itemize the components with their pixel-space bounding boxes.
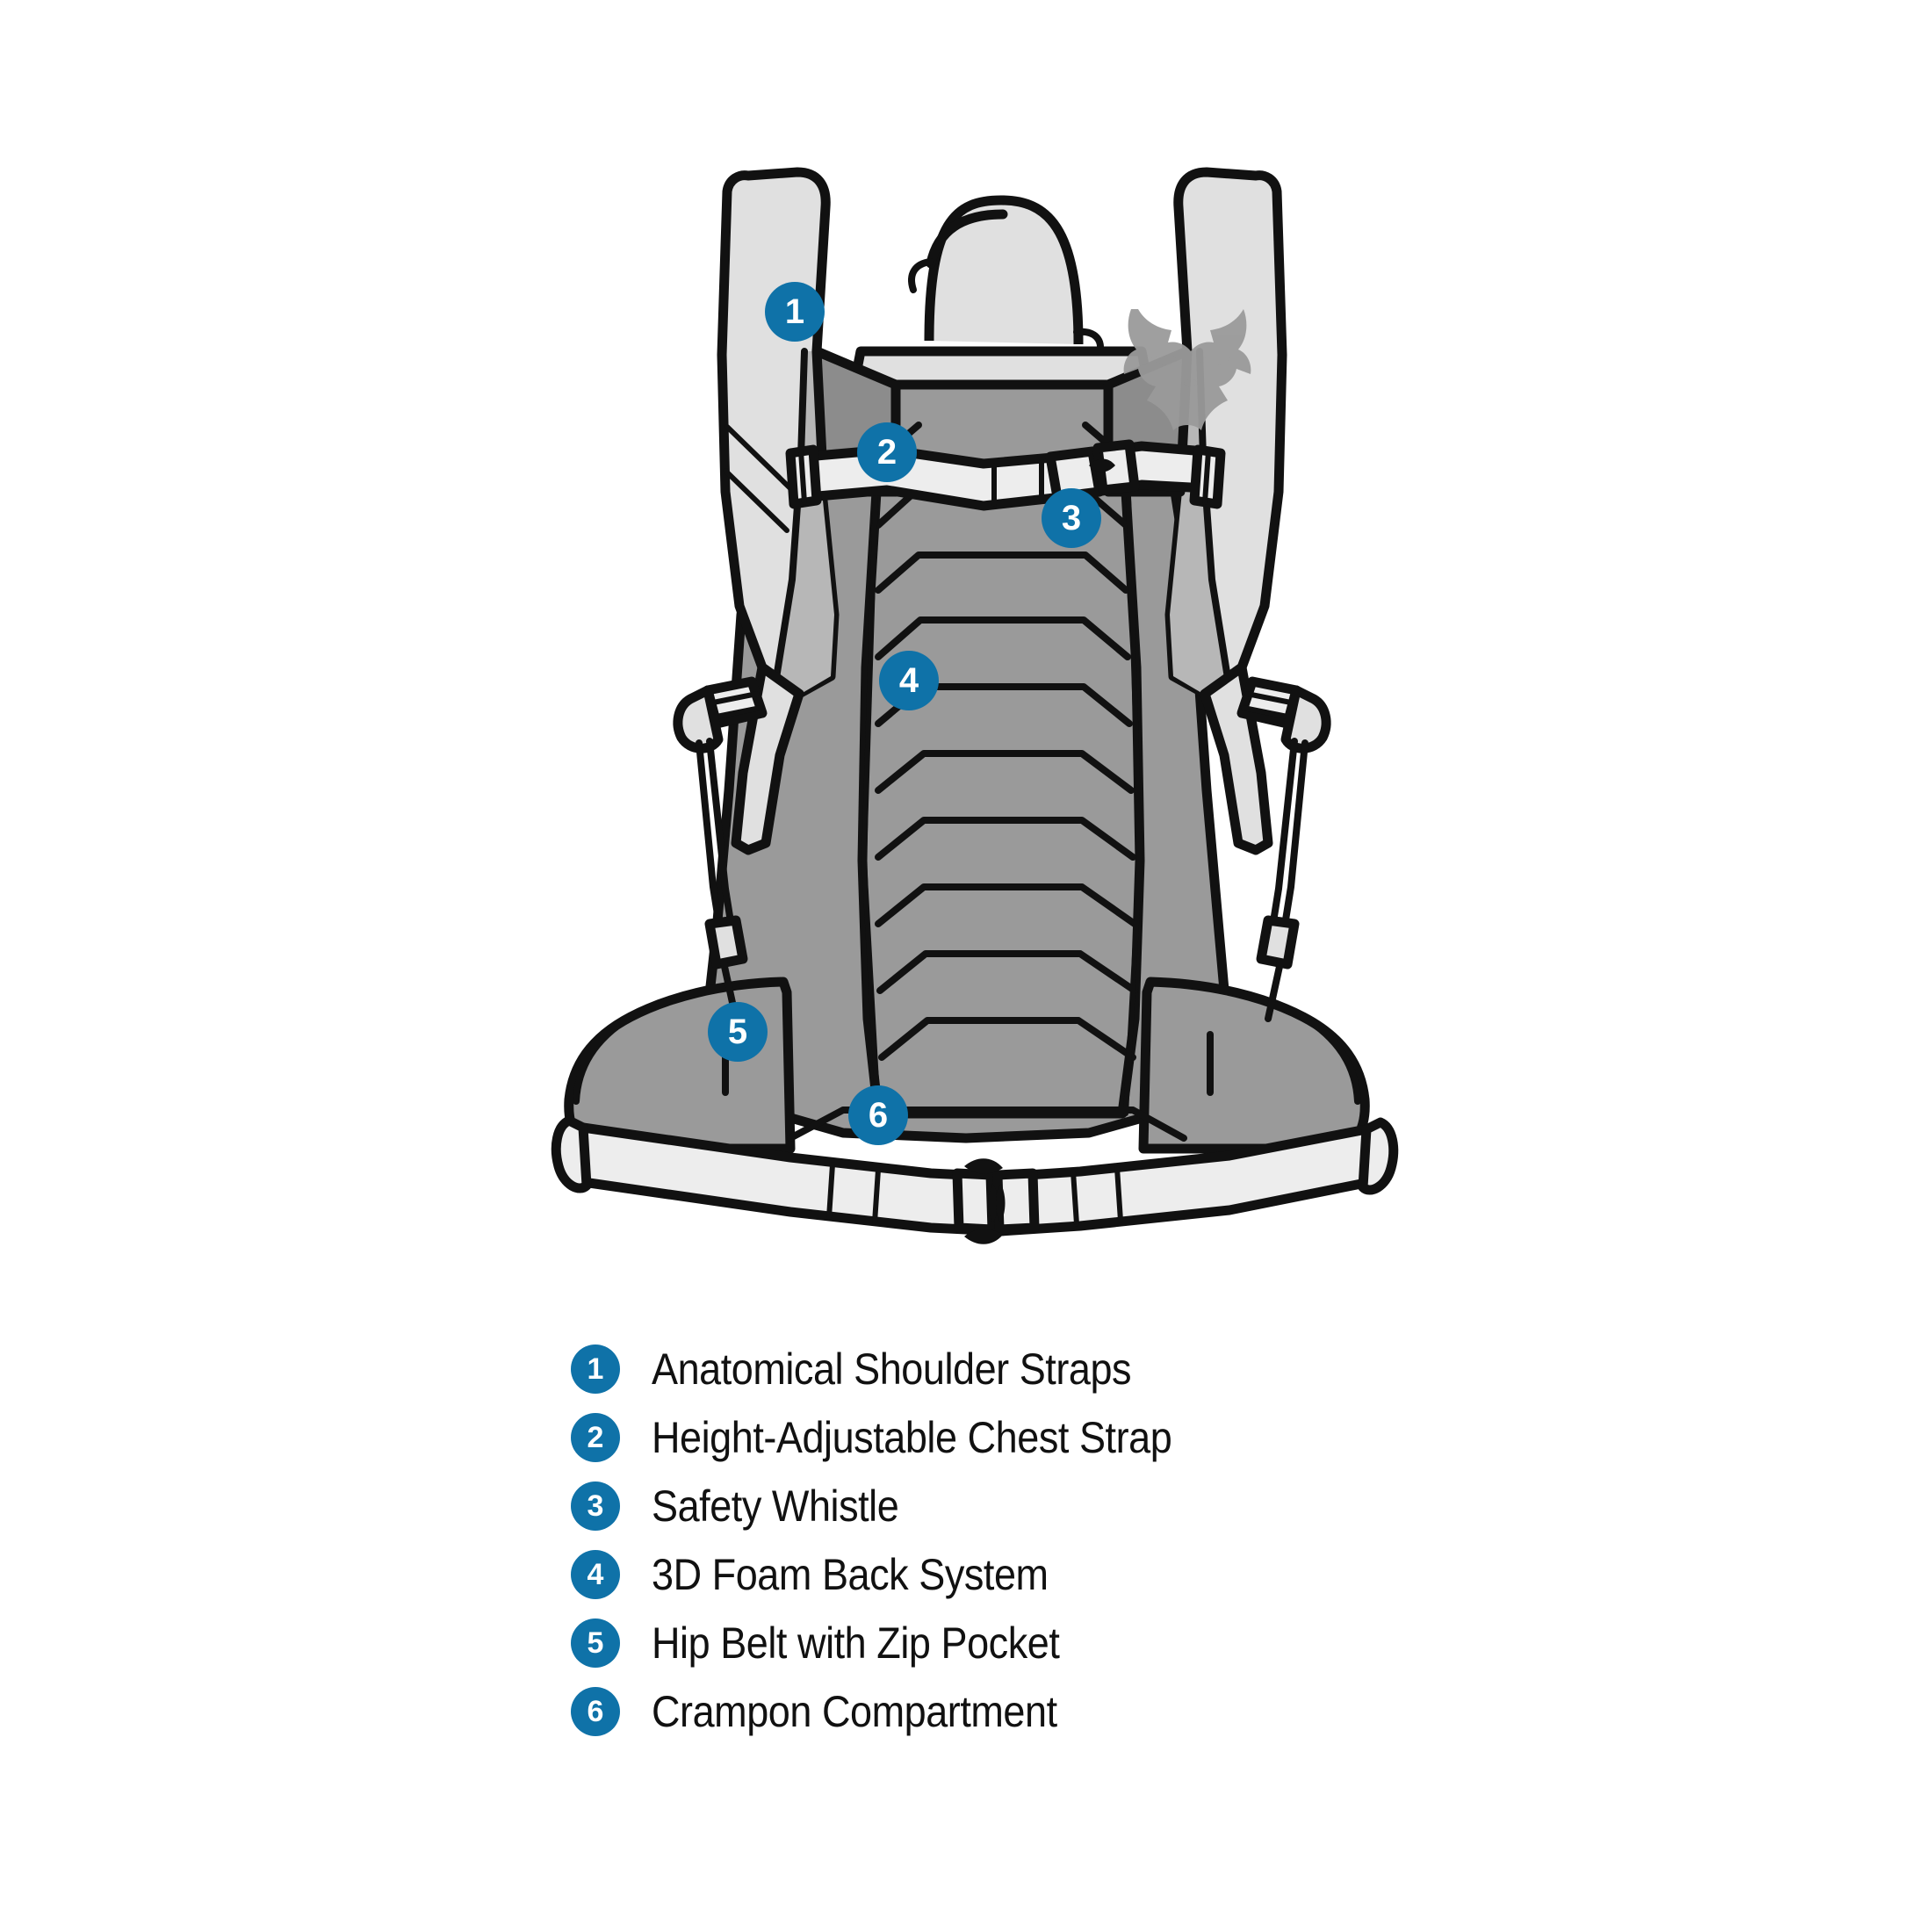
legend-label-3: Safety Whistle <box>652 1481 899 1531</box>
safety-whistle-buckle <box>1045 439 1140 502</box>
legend-label-6: Crampon Compartment <box>652 1687 1057 1736</box>
legend-label-2: Height-Adjustable Chest Strap <box>652 1413 1172 1462</box>
legend-badge-2: 2 <box>571 1413 620 1462</box>
legend-item-5[interactable]: 5 Hip Belt with Zip Pocket <box>571 1609 1712 1677</box>
hip-belt-webbing <box>551 1115 1399 1244</box>
chest-strap-slider-left <box>785 444 822 509</box>
legend-badge-3: 3 <box>571 1481 620 1531</box>
legend-item-2[interactable]: 2 Height-Adjustable Chest Strap <box>571 1403 1712 1472</box>
crampon-compartment-seam <box>787 1107 1187 1142</box>
callout-4[interactable]: 4 <box>879 651 939 710</box>
feature-legend: 1 Anatomical Shoulder Straps 2 Height-Ad… <box>571 1335 1712 1746</box>
callout-6[interactable]: 6 <box>848 1085 908 1145</box>
legend-badge-4: 4 <box>571 1550 620 1599</box>
chest-strap-slider-right <box>1189 444 1226 509</box>
legend-item-4[interactable]: 4 3D Foam Back System <box>571 1540 1712 1609</box>
haul-loop <box>908 195 1104 357</box>
legend-item-6[interactable]: 6 Crampon Compartment <box>571 1677 1712 1746</box>
legend-badge-1: 1 <box>571 1344 620 1394</box>
callout-5[interactable]: 5 <box>708 1002 768 1062</box>
backpack-body-group <box>551 167 1399 1244</box>
backpack-rear-view-drawing: .ol { fill:none; stroke:#111111; stroke-… <box>551 167 1399 1244</box>
legend-label-5: Hip Belt with Zip Pocket <box>652 1618 1060 1668</box>
callout-2[interactable]: 2 <box>857 422 917 482</box>
legend-badge-6: 6 <box>571 1687 620 1736</box>
callout-3[interactable]: 3 <box>1042 488 1101 548</box>
legend-label-1: Anatomical Shoulder Straps <box>652 1344 1132 1394</box>
legend-label-4: 3D Foam Back System <box>652 1550 1049 1599</box>
callout-1[interactable]: 1 <box>765 282 825 342</box>
legend-item-3[interactable]: 3 Safety Whistle <box>571 1472 1712 1540</box>
reflective-stripes-left <box>723 424 797 533</box>
dynafit-lynx-logo <box>1123 309 1251 430</box>
foam-chevron-lines <box>875 488 1138 1061</box>
legend-item-1[interactable]: 1 Anatomical Shoulder Straps <box>571 1335 1712 1403</box>
legend-badge-5: 5 <box>571 1618 620 1668</box>
hip-belt-buckle <box>952 1158 1040 1244</box>
backpack-illustration: .ol { fill:none; stroke:#111111; stroke-… <box>551 167 1399 1244</box>
